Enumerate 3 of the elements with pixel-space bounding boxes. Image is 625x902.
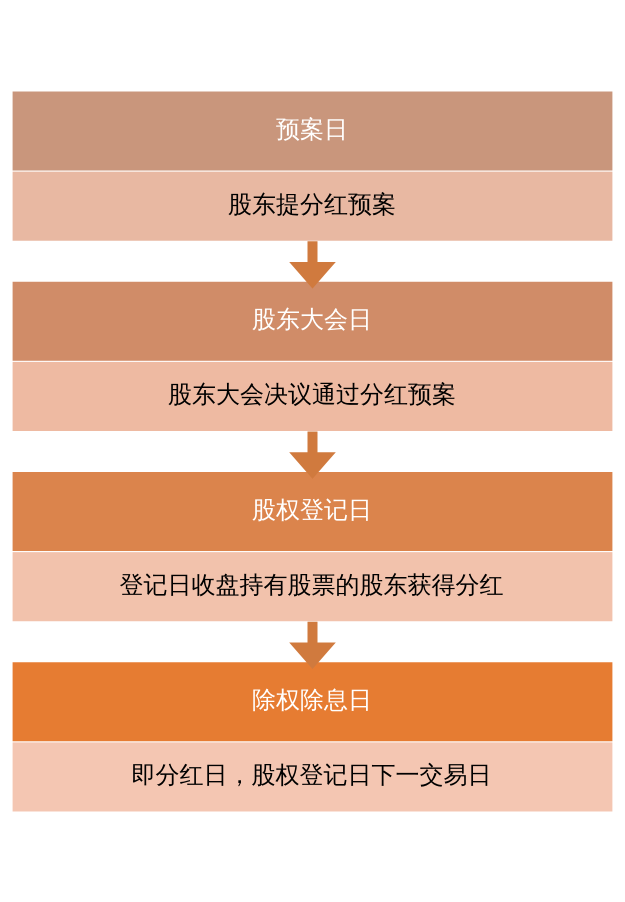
arrow — [289, 621, 336, 669]
arrow — [289, 240, 336, 288]
arrow — [289, 431, 336, 478]
